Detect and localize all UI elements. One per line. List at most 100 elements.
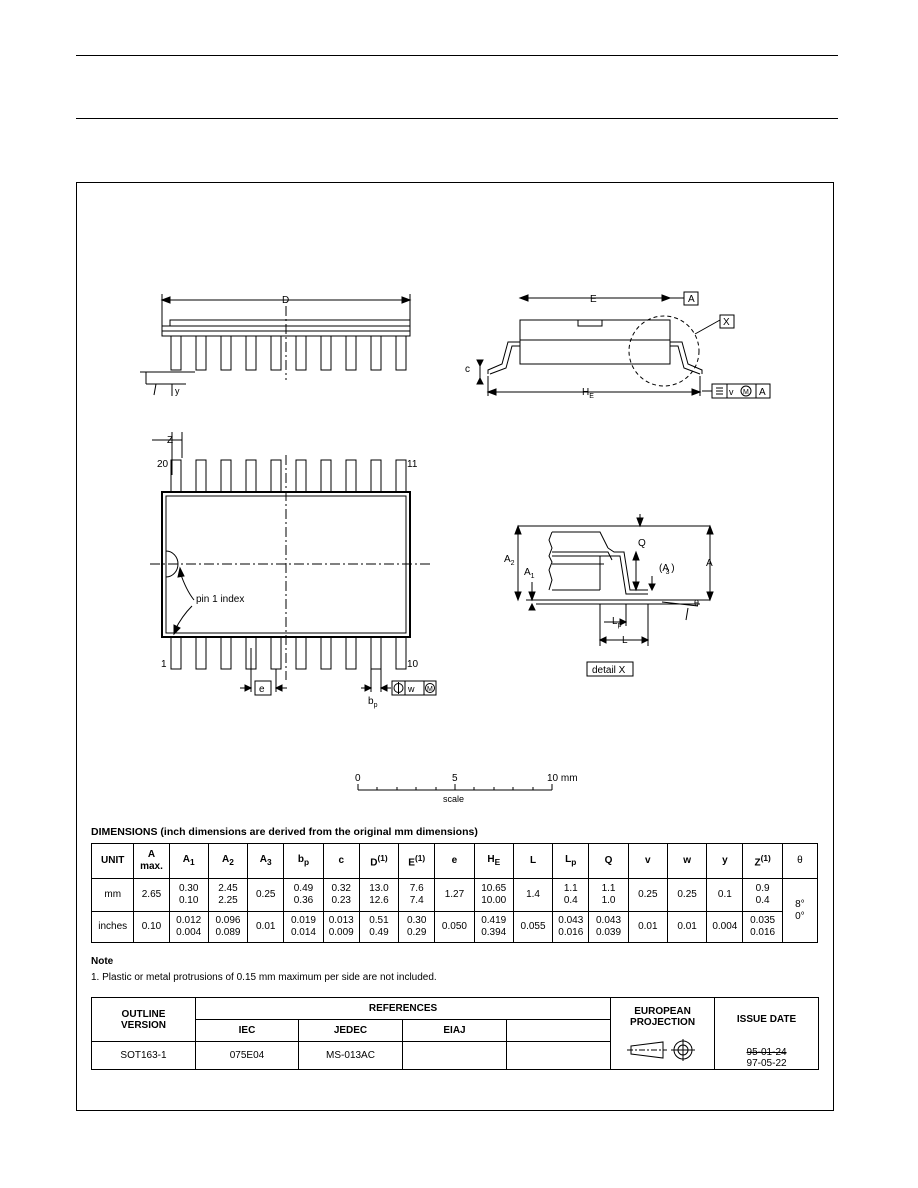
eiaj-value bbox=[402, 1041, 507, 1070]
bottom-leads bbox=[170, 636, 407, 670]
scale-caption: scale bbox=[443, 794, 464, 804]
label-D: D bbox=[282, 295, 289, 306]
label-A-ref: A bbox=[688, 294, 695, 305]
label-M-2: M bbox=[427, 686, 433, 693]
cell: 0.25 bbox=[247, 878, 285, 912]
header-A1: A1 bbox=[168, 843, 209, 879]
label-pin1: 1 bbox=[161, 659, 167, 670]
header-Lp: Lp bbox=[552, 843, 590, 879]
scale-tick-5: 5 bbox=[452, 773, 458, 784]
iec-value: 075E04 bbox=[195, 1041, 299, 1070]
references-header: REFERENCES bbox=[194, 997, 612, 1020]
label-pin11: 11 bbox=[407, 459, 418, 470]
note-heading: Note bbox=[91, 956, 114, 967]
label-pin10: 10 bbox=[407, 659, 419, 670]
header-rule bbox=[76, 118, 838, 119]
header-bp: bp bbox=[283, 843, 324, 879]
iec-header: IEC bbox=[195, 1019, 299, 1042]
top-leads bbox=[170, 459, 407, 493]
cell: 0.25 bbox=[627, 878, 668, 912]
label-pin1-index: pin 1 index bbox=[196, 594, 244, 605]
cell: 0.25 bbox=[666, 878, 708, 912]
label-Lp: Lp bbox=[612, 616, 622, 629]
label-e: e bbox=[259, 684, 265, 695]
cell: 1.4 bbox=[512, 878, 554, 912]
cell: 0.10 bbox=[133, 911, 170, 943]
label-Z: Z bbox=[167, 435, 173, 446]
scale-bar bbox=[357, 784, 553, 791]
outline-value: SOT163-1 bbox=[91, 1041, 196, 1070]
scale-tick-0: 0 bbox=[355, 773, 361, 784]
header-D: D(1) bbox=[358, 843, 400, 879]
header-c: c bbox=[322, 843, 360, 879]
cell: 0.004 bbox=[706, 911, 744, 943]
header-w: w bbox=[666, 843, 708, 879]
jedec-header: JEDEC bbox=[298, 1019, 403, 1042]
header-A2: A2 bbox=[207, 843, 249, 879]
label-theta: θ bbox=[694, 598, 699, 608]
header-L: L bbox=[512, 843, 554, 879]
top-rule bbox=[76, 55, 838, 56]
label-HE: HE bbox=[582, 387, 594, 400]
label-Q: Q bbox=[638, 538, 646, 549]
projection-symbol-icon bbox=[626, 1039, 695, 1061]
cell: 0.055 bbox=[512, 911, 554, 943]
header-e: e bbox=[434, 843, 475, 879]
header-theta: θ bbox=[781, 843, 819, 879]
scale-tick-10: 10 mm bbox=[547, 773, 578, 784]
cell: 0.050 bbox=[434, 911, 475, 943]
cell: mm bbox=[90, 878, 135, 912]
label-X-ref: X bbox=[723, 317, 730, 328]
cell: 0.01 bbox=[666, 911, 708, 943]
cell: inches bbox=[90, 911, 135, 943]
end-view bbox=[476, 291, 771, 399]
header-v: v bbox=[627, 843, 668, 879]
eiaj-header: EIAJ bbox=[402, 1019, 507, 1042]
header-Z: Z(1) bbox=[742, 843, 783, 879]
label-A1: A1 bbox=[524, 567, 535, 580]
label-v: v bbox=[729, 387, 734, 397]
cell: 0.01 bbox=[247, 911, 285, 943]
header-y: y bbox=[706, 843, 744, 879]
side-view bbox=[140, 294, 412, 396]
label-M-1: M bbox=[743, 389, 749, 396]
label-A3: (A )3 bbox=[659, 563, 675, 576]
dimensions-title: DIMENSIONS (inch dimensions are derived … bbox=[91, 826, 478, 838]
package-drawing: D E A X c HE y v M A Z 20 11 1 10 pin 1 … bbox=[140, 291, 771, 804]
label-detail-x: detail X bbox=[592, 665, 626, 676]
header-E: E(1) bbox=[398, 843, 436, 879]
drawing-frame bbox=[76, 182, 834, 1111]
label-pin20: 20 bbox=[157, 459, 169, 470]
cell: 0.1 bbox=[706, 878, 744, 912]
label-L: L bbox=[622, 635, 628, 646]
blank-ref-value bbox=[505, 1041, 612, 1070]
header-Q: Q bbox=[588, 843, 629, 879]
blank-ref-header bbox=[505, 1019, 612, 1042]
